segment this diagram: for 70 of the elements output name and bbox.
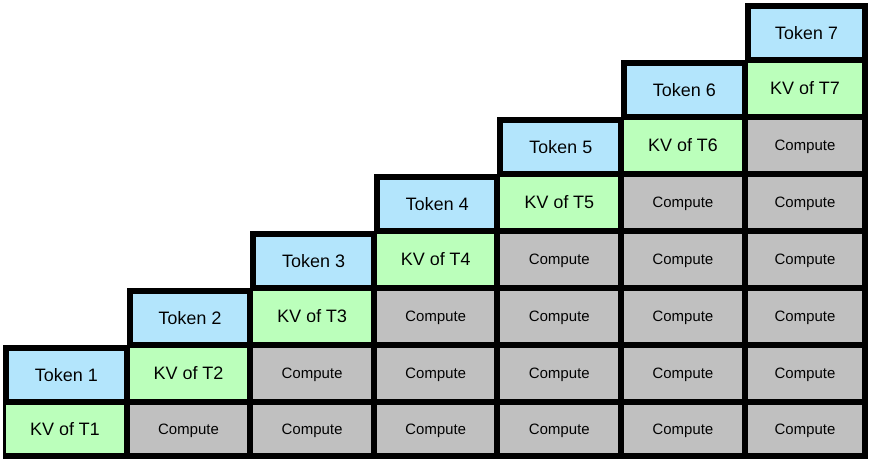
cell-text: Token 2: [158, 308, 222, 328]
cell-text: Compute: [282, 365, 342, 382]
cell-text: KV of T7: [770, 78, 840, 99]
cell-text: Compute: [774, 420, 836, 438]
cell-text: Compute: [528, 308, 590, 325]
token-cell: [250, 231, 374, 288]
cell-text: Token 3: [282, 250, 345, 272]
compute-cell: [744, 117, 868, 174]
cell-text: KV of T5: [524, 192, 594, 213]
token-cell: [621, 60, 745, 117]
compute-cell: [374, 345, 498, 402]
cell-text: Token 6: [652, 80, 716, 100]
compute-cell: [744, 174, 868, 231]
cell-text: Compute: [774, 137, 836, 154]
cell-text: KV of T3: [277, 306, 347, 327]
compute-cell: [621, 288, 745, 345]
compute-cell: [744, 231, 868, 288]
compute-cell: [744, 288, 868, 345]
compute-cell: [126, 402, 250, 459]
compute-cell: [744, 345, 868, 402]
cell-text: Compute: [528, 365, 590, 382]
compute-cell: [374, 288, 498, 345]
compute-cell: [621, 231, 745, 288]
token-cell: [497, 117, 621, 174]
cell-text: Compute: [528, 251, 590, 268]
compute-cell: [497, 402, 621, 459]
cell-text: Compute: [652, 251, 714, 268]
compute-cell: [250, 402, 374, 459]
cell-text: Compute: [652, 308, 714, 325]
cell-text: Compute: [405, 308, 466, 325]
token-cell: [3, 345, 127, 402]
compute-cell: [497, 288, 621, 345]
cell-text: Compute: [282, 420, 342, 438]
token-cell: [374, 174, 498, 231]
kv-cell: [3, 402, 127, 459]
compute-cell: [497, 345, 621, 402]
kv-cell: [374, 231, 498, 288]
compute-cell: [621, 402, 745, 459]
cell-text: Compute: [774, 194, 836, 211]
cell-text: Compute: [405, 365, 466, 382]
cell-text: Compute: [528, 420, 590, 438]
cell-text: Compute: [652, 194, 714, 211]
cell-text: Compute: [774, 308, 836, 325]
kv-cell: [621, 117, 745, 174]
kv-cell: [497, 174, 621, 231]
compute-cell: [497, 231, 621, 288]
cell-text: Compute: [405, 420, 466, 438]
cell-text: Compute: [774, 251, 836, 268]
cell-text: Token 5: [529, 136, 592, 158]
cell-text: Compute: [774, 365, 836, 382]
cell-text: KV of T6: [648, 135, 718, 156]
cell-text: Compute: [158, 420, 219, 438]
compute-cell: [374, 402, 498, 459]
token-cell: [126, 288, 250, 345]
token-cell: [744, 3, 868, 60]
cell-text: Token 1: [34, 364, 98, 386]
cell-text: Compute: [652, 365, 714, 382]
cell-text: KV of T1: [30, 418, 100, 440]
kv-cell: [250, 288, 374, 345]
compute-cell: [250, 345, 374, 402]
kv-cell: [126, 345, 250, 402]
kv-cell: [744, 60, 868, 117]
compute-cell: [621, 345, 745, 402]
cell-text: KV of T2: [154, 363, 224, 384]
cell-text: KV of T4: [400, 249, 470, 270]
cell-text: Compute: [652, 420, 714, 438]
compute-cell: [621, 174, 745, 231]
cell-text: Token 7: [774, 22, 838, 44]
cell-text: Token 4: [406, 194, 469, 214]
compute-cell: [744, 402, 868, 459]
